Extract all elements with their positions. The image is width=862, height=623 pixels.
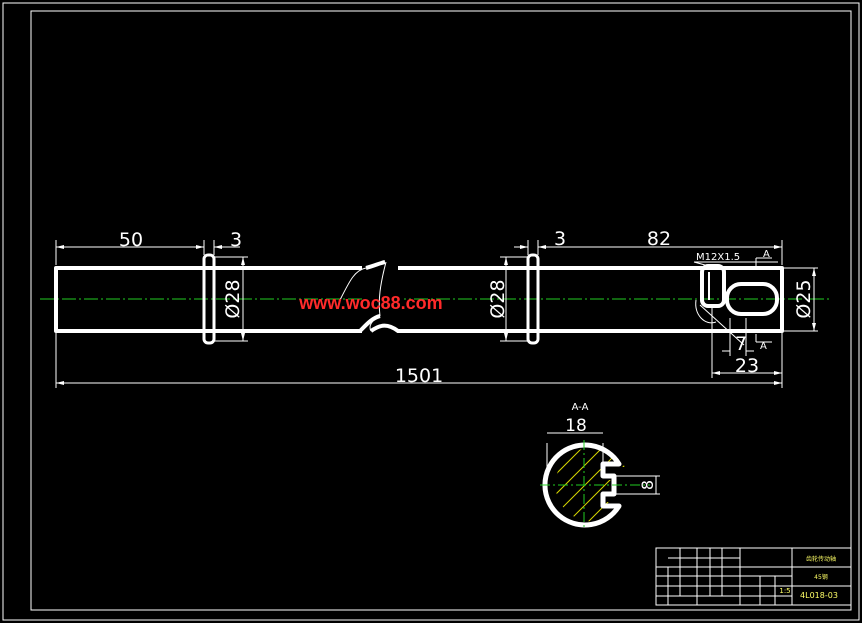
- dim-dia-left: Ø28: [222, 279, 244, 318]
- title-block-title: 齿轮传动轴: [806, 555, 836, 563]
- dim-slot-offset: 23: [735, 355, 759, 377]
- title-block-material: 45钢: [814, 573, 828, 581]
- dim-section-slot: 8: [638, 480, 657, 490]
- thread-hole: [700, 264, 726, 308]
- right-collar: [526, 253, 540, 345]
- title-block-drawing-no: 4L018-03: [800, 591, 838, 600]
- dim-total-length: 1501: [395, 365, 443, 387]
- dim-slot-width: 7: [735, 333, 747, 355]
- dim-left-gap: 3: [230, 229, 242, 251]
- section-hatch: [555, 447, 625, 522]
- watermark: www.woc88.com: [298, 293, 442, 313]
- section-mark-top: A: [763, 249, 770, 260]
- break-curve-2: [378, 261, 387, 317]
- dim-dia-mid: Ø28: [487, 279, 509, 318]
- inner-frame: [30, 10, 852, 611]
- section-view-label: A-A: [572, 402, 589, 413]
- title-block-grid: [655, 547, 852, 606]
- dim-right-length: 82: [647, 228, 671, 250]
- dimension-lines: [55, 240, 818, 388]
- dim-right-gap: 3: [554, 228, 566, 250]
- dim-left-length: 50: [119, 229, 143, 251]
- left-collar: [202, 253, 216, 345]
- title-block-scale: 1:5: [779, 587, 790, 595]
- shaft-body: [54, 266, 784, 333]
- section-dim-lines: [546, 432, 660, 495]
- dimension-arrows: [56, 245, 816, 385]
- dim-thread: M12X1.5: [696, 252, 740, 263]
- key-slot: [725, 282, 779, 316]
- dim-section-width: 18: [565, 416, 587, 436]
- shaft-left-outline: [54, 266, 385, 333]
- shaft-right-outline: [391, 266, 784, 333]
- section-outline: [542, 442, 622, 528]
- section-mark-bottom: A: [760, 341, 767, 352]
- break-curve: [339, 267, 381, 332]
- dim-dia-right: Ø25: [793, 279, 815, 318]
